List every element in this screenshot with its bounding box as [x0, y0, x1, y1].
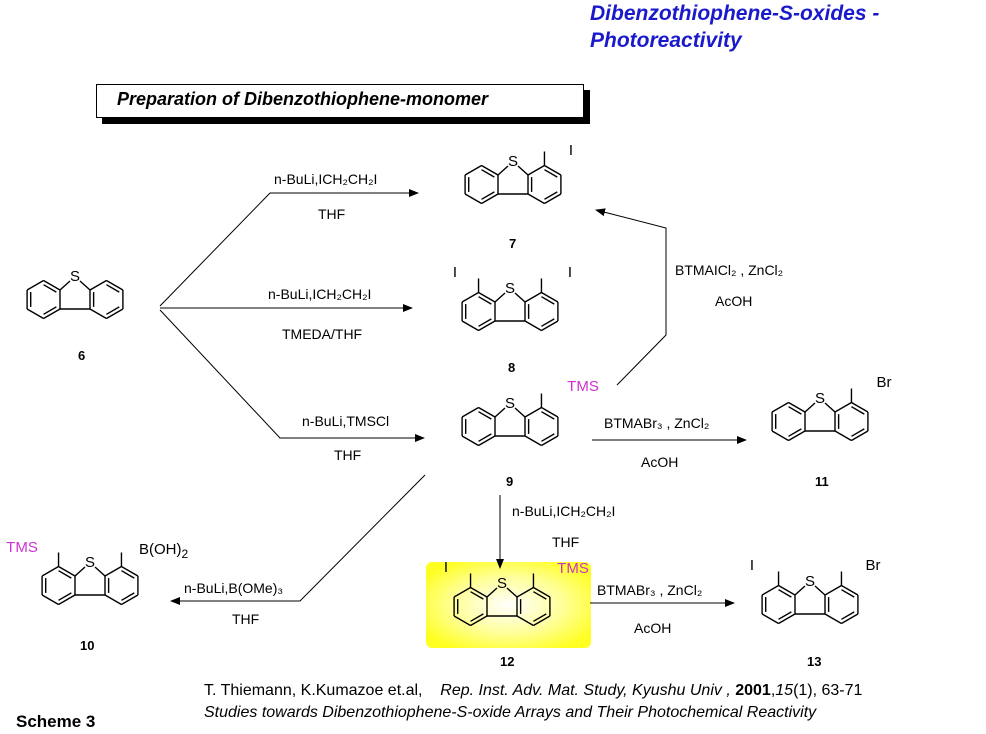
- cond-r9to10-top: n-BuLi,B(OMe)₃: [184, 580, 284, 596]
- reference-line-1: T. Thiemann, K.Kumazoe et.al, Rep. Inst.…: [204, 682, 863, 699]
- atom-s-11: S: [815, 390, 825, 407]
- molecule-9: [461, 393, 559, 447]
- compound-number-13: 13: [807, 654, 822, 669]
- atom-s-6: S: [70, 268, 80, 285]
- scheme-label: Scheme 3: [16, 712, 96, 731]
- cond-r9to7-top: BTMAICl₂ , ZnCl₂: [675, 262, 784, 278]
- molecule-8: [461, 278, 559, 332]
- arrow-6-to-7: [159, 189, 419, 307]
- reference-authors: T. Thiemann, K.Kumazoe et.al,: [204, 682, 423, 699]
- cond-r9to12-top: n-BuLi,ICH₂CH₂I: [512, 503, 616, 519]
- atom-tms-9: TMS: [567, 378, 599, 395]
- header-line-2: Photoreactivity: [590, 29, 742, 52]
- atom-tms-12: TMS: [557, 560, 589, 577]
- reference-journal: Rep. Inst. Adv. Mat. Study, Kyushu Univ …: [440, 682, 731, 699]
- atom-i-8a: I: [453, 264, 457, 281]
- atom-s-13: S: [805, 573, 815, 590]
- atom-i-12: I: [444, 559, 448, 576]
- compound-number-6: 6: [78, 348, 86, 363]
- molecule-11: [771, 388, 869, 442]
- compound-number-7: 7: [509, 236, 517, 251]
- molecule-10: [41, 552, 139, 606]
- atom-boh2-10: B(OH)2: [139, 541, 189, 561]
- atom-s-10: S: [85, 554, 95, 571]
- cond-r12to13-top: BTMABr₃ , ZnCl₂: [597, 582, 703, 598]
- compound-number-8: 8: [508, 360, 516, 375]
- molecule-6: [26, 279, 124, 320]
- atom-br-13: Br: [866, 557, 881, 574]
- atom-s-8: S: [505, 280, 515, 297]
- molecule-13: [761, 571, 859, 625]
- atom-s-12: S: [497, 575, 507, 592]
- cond-r9to11-top: BTMABr₃ , ZnCl₂: [604, 415, 710, 431]
- cond-r8-top: n-BuLi,ICH₂CH₂I: [268, 286, 372, 302]
- cond-r8-bottom: TMEDA/THF: [282, 326, 363, 342]
- molecule-12: [453, 573, 551, 627]
- cond-r9to11-bottom: AcOH: [641, 454, 679, 470]
- arrow-9-to-7: [595, 208, 667, 386]
- atom-i-13: I: [750, 557, 754, 574]
- atom-i-7: I: [569, 142, 573, 159]
- page-header: Dibenzothiophene-S-oxides - Photoreactiv…: [590, 0, 879, 54]
- arrow-6-to-9: [159, 309, 425, 442]
- header-line-1: Dibenzothiophene-S-oxides -: [590, 2, 880, 25]
- reference-pages: (1), 63-71: [793, 682, 863, 699]
- compound-number-9: 9: [506, 474, 514, 489]
- highlight-12: [426, 562, 591, 648]
- cond-r9-bottom: THF: [334, 447, 362, 463]
- reference-title: Studies towards Dibenzothiophene-S-oxide…: [204, 704, 817, 721]
- arrow-9-to-10: [170, 474, 426, 605]
- atom-i-8b: I: [568, 264, 572, 281]
- compound-number-12: 12: [500, 654, 515, 669]
- reference-year: 2001: [735, 682, 771, 699]
- cond-r7-top: n-BuLi,ICH₂CH₂I: [274, 171, 378, 187]
- reference-volume: 15: [775, 682, 794, 699]
- atom-s-9: S: [505, 395, 515, 412]
- molecule-7: [464, 151, 562, 205]
- prep-title-box: [96, 84, 584, 118]
- cond-r9-top: n-BuLi,TMSCl: [302, 413, 390, 429]
- cond-r9to12-bottom: THF: [552, 534, 580, 550]
- compound-number-11: 11: [815, 474, 829, 489]
- atom-br-11: Br: [877, 374, 892, 391]
- cond-r12to13-bottom: AcOH: [634, 620, 672, 636]
- compound-number-10: 10: [80, 638, 95, 653]
- cond-r9to7-bottom: AcOH: [715, 293, 753, 309]
- cond-r7-bottom: THF: [318, 206, 346, 222]
- atom-tms-10: TMS: [6, 539, 38, 556]
- atom-s-7: S: [508, 153, 518, 170]
- cond-r9to10-bottom: THF: [232, 611, 260, 627]
- prep-title: Preparation of Dibenzothiophene-monomer: [117, 89, 489, 109]
